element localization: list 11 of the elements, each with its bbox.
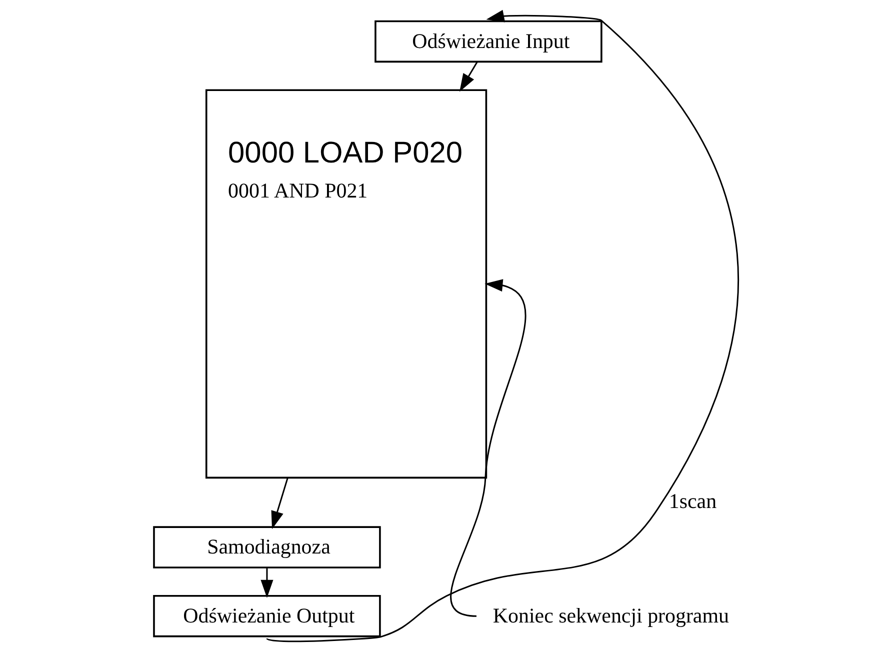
node-box: 0000 LOAD P020 0001 AND P021 (205, 89, 488, 479)
node-text: Koniec sekwencji programu (492, 603, 729, 628)
arrow (266, 10, 739, 642)
arrow (260, 568, 274, 598)
edge-label: 1scan (668, 488, 717, 513)
node-box: Samodiagnoza (153, 526, 381, 568)
node-box: Odświeżanie Output (153, 595, 381, 638)
arrow (450, 279, 526, 617)
arrow (271, 478, 288, 530)
node-box: Odświeżanie Input (374, 20, 602, 63)
arrow (460, 61, 478, 92)
